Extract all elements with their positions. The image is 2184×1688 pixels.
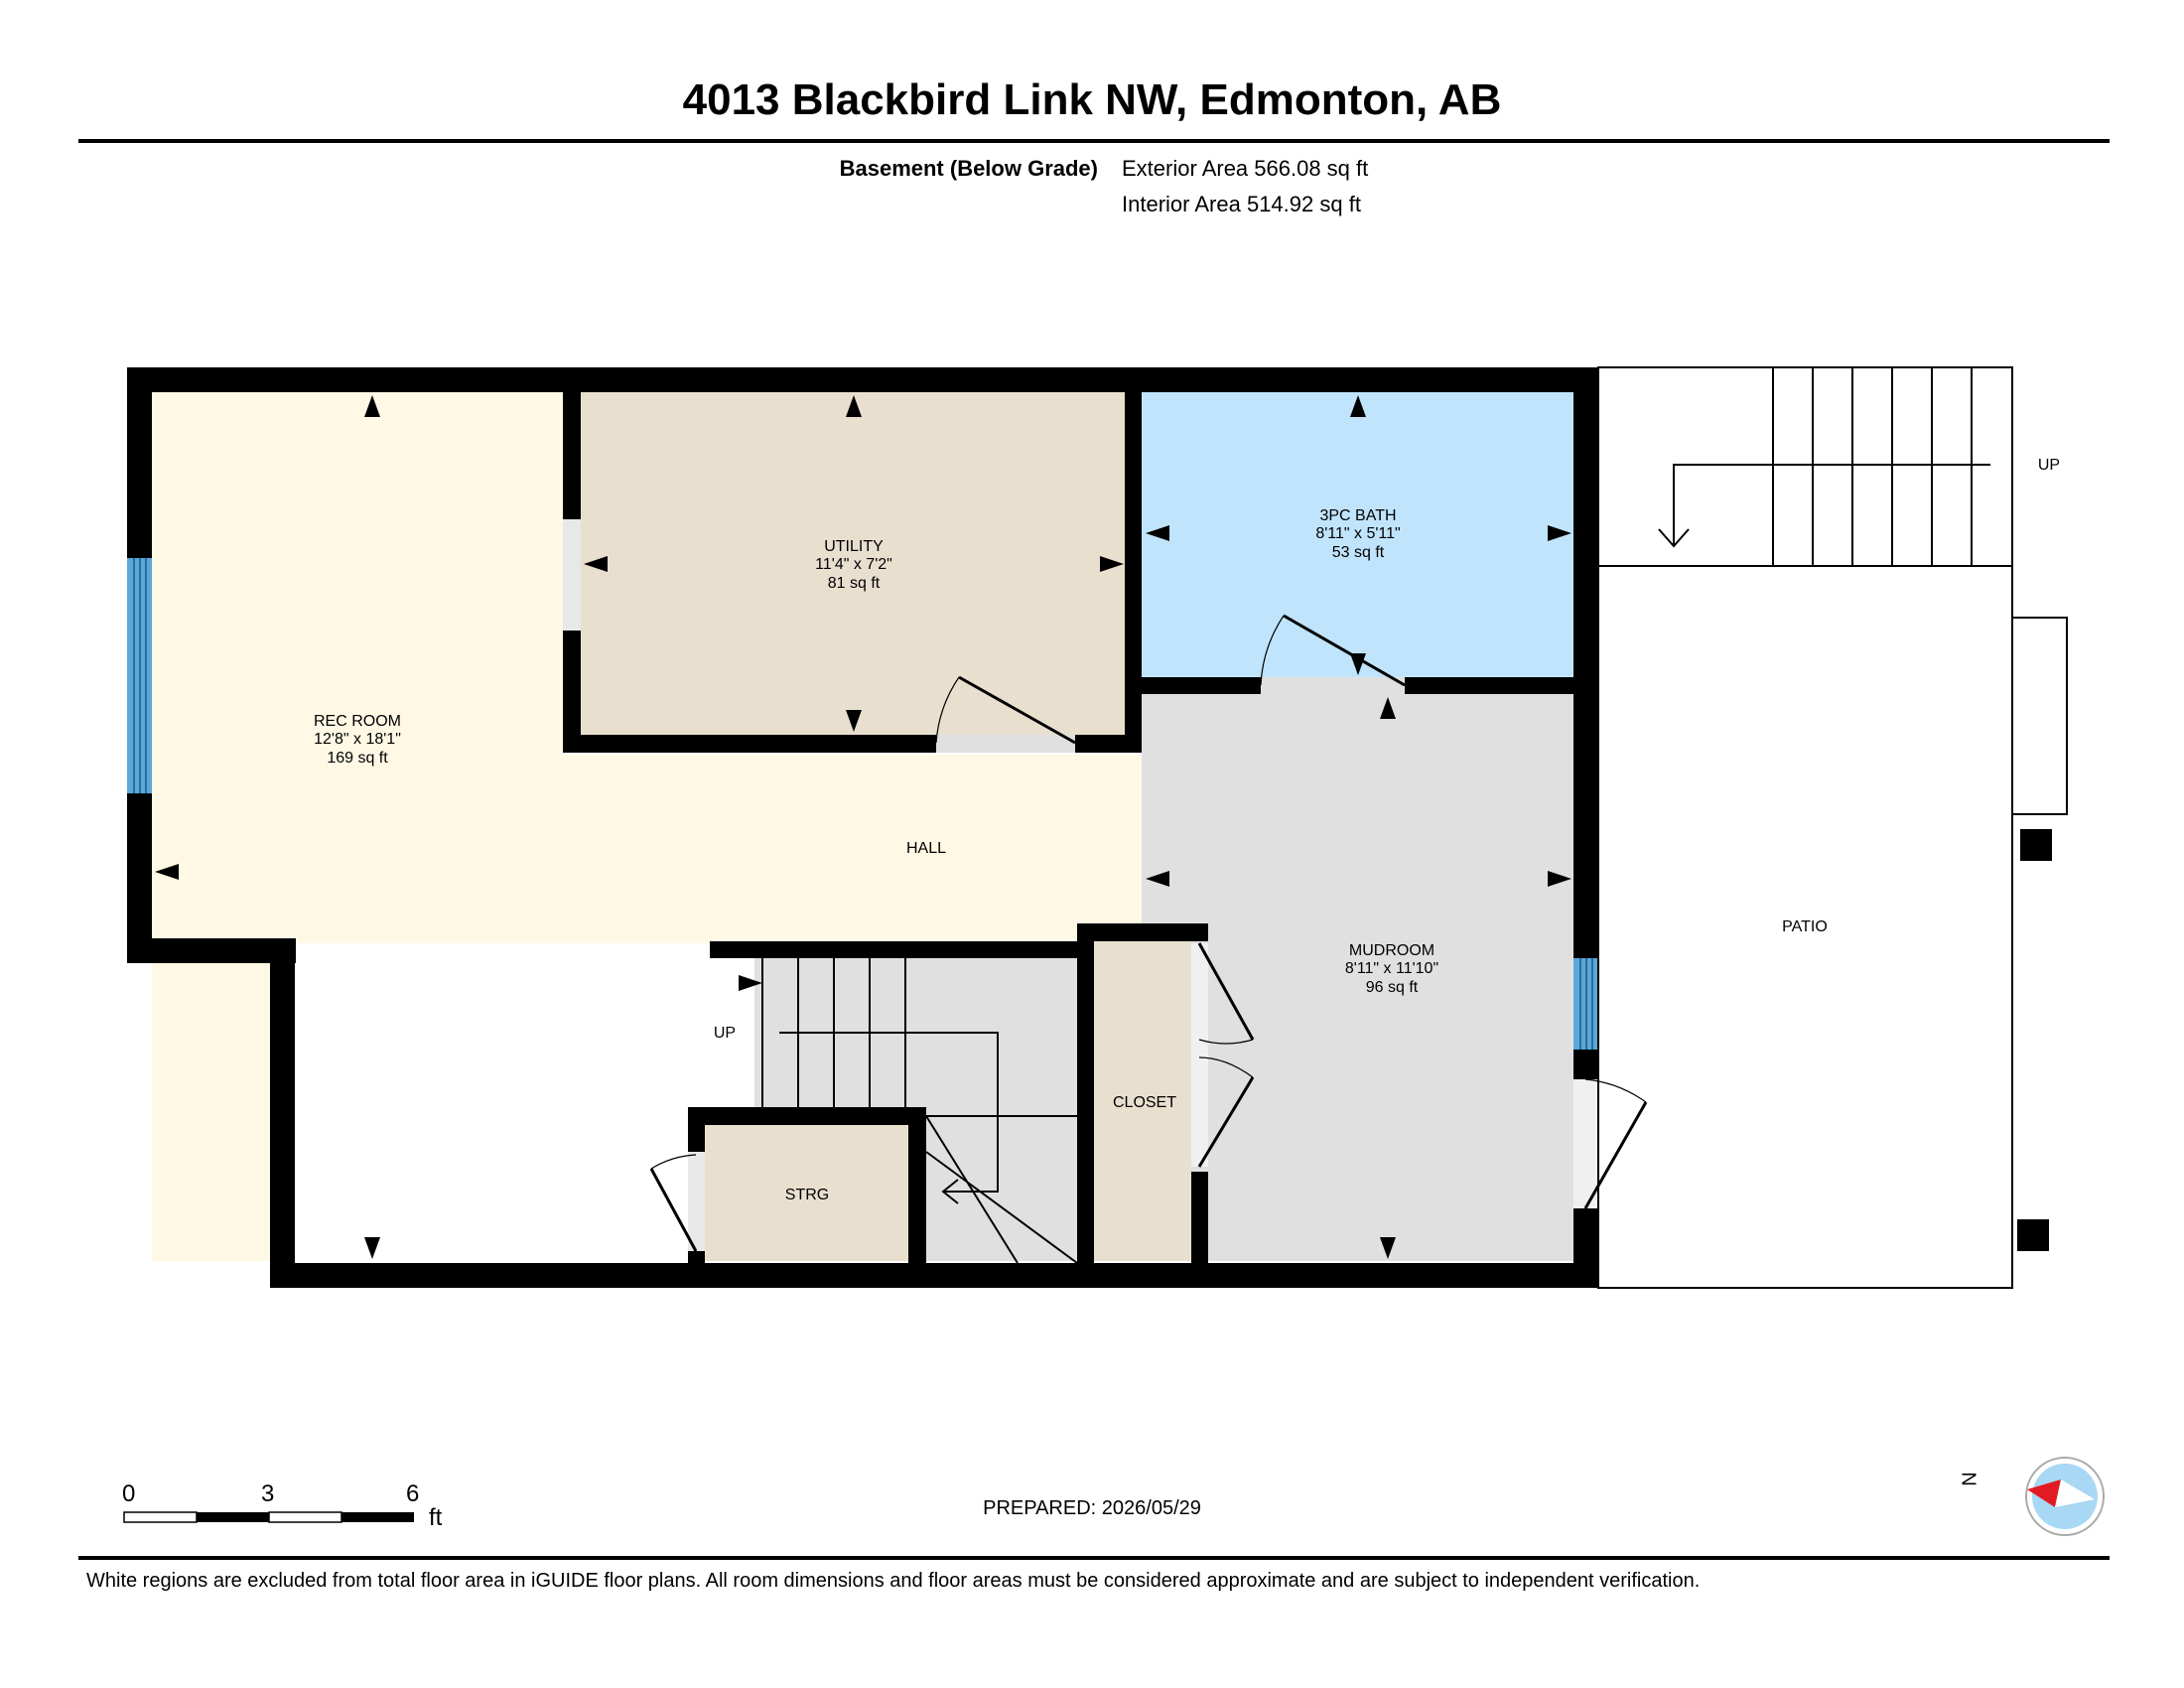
- exterior-area: Exterior Area 566.08 sq ft: [1122, 156, 1369, 181]
- bath-dims: 8'11" x 5'11": [1315, 525, 1400, 542]
- compass-north-label: N: [1959, 1472, 1981, 1486]
- mudroom-name: MUDROOM: [1349, 942, 1434, 959]
- disclaimer: White regions are excluded from total fl…: [86, 1570, 1701, 1592]
- footer-divider: [78, 1556, 2110, 1560]
- patio-post: [2020, 829, 2052, 861]
- bath-name: 3PC BATH: [1319, 507, 1396, 524]
- compass-icon: [2025, 1457, 2105, 1536]
- rec-room-dims: 12'8" x 18'1": [314, 731, 401, 748]
- rec-room-name: REC ROOM: [314, 713, 401, 730]
- mudroom-fill: [1142, 693, 1573, 1261]
- patio-outline: [1597, 565, 2068, 1289]
- hall-fill: [563, 755, 1142, 943]
- closet-name: CLOSET: [1113, 1094, 1176, 1111]
- scale-unit: ft: [429, 1504, 443, 1531]
- closet-fill: [1092, 938, 1191, 1261]
- door-opening-bath: [1261, 677, 1405, 694]
- utility-name: UTILITY: [824, 538, 884, 555]
- storage-name: STRG: [785, 1187, 829, 1203]
- bath-fill: [1142, 392, 1573, 680]
- door-opening-rec-utility: [563, 519, 581, 631]
- exterior-stairs: [1597, 366, 2013, 567]
- mudroom-dims: 8'11" x 11'10": [1345, 960, 1438, 977]
- level-name: Basement (Below Grade): [839, 156, 1098, 181]
- bath-area: 53 sq ft: [1332, 544, 1385, 561]
- mudroom-area: 96 sq ft: [1366, 979, 1419, 996]
- scale-tick-3: 3: [261, 1480, 275, 1507]
- interior-stairs: [761, 958, 1078, 1264]
- utility-dims: 11'4" x 7'2": [815, 556, 892, 573]
- door-opening-exterior: [1573, 1079, 1598, 1208]
- patio-name: PATIO: [1782, 918, 1828, 935]
- door-opening-utility: [936, 735, 1075, 753]
- utility-fill: [576, 392, 1127, 735]
- patio-post: [2017, 1219, 2049, 1251]
- door-opening-storage: [688, 1152, 705, 1251]
- scale-tick-0: 0: [122, 1480, 136, 1507]
- scale-bar: [123, 1511, 414, 1523]
- rec-room-area: 169 sq ft: [327, 750, 388, 767]
- storage-fill: [700, 1122, 908, 1261]
- header-divider: [78, 139, 2110, 143]
- exterior-stairs-label: UP: [2038, 457, 2060, 474]
- prepared-date: PREPARED: 2026/05/29: [983, 1497, 1201, 1519]
- scale-tick-6: 6: [406, 1480, 420, 1507]
- door-opening-closet: [1191, 943, 1208, 1167]
- dimension-arrows: [155, 395, 1571, 1259]
- utility-area: 81 sq ft: [828, 575, 881, 592]
- interior-area: Interior Area 514.92 sq ft: [1122, 192, 1361, 216]
- page-title: 4013 Blackbird Link NW, Edmonton, AB: [682, 75, 1502, 124]
- interior-stairs-label: UP: [714, 1025, 736, 1042]
- hall-name: HALL: [906, 840, 946, 857]
